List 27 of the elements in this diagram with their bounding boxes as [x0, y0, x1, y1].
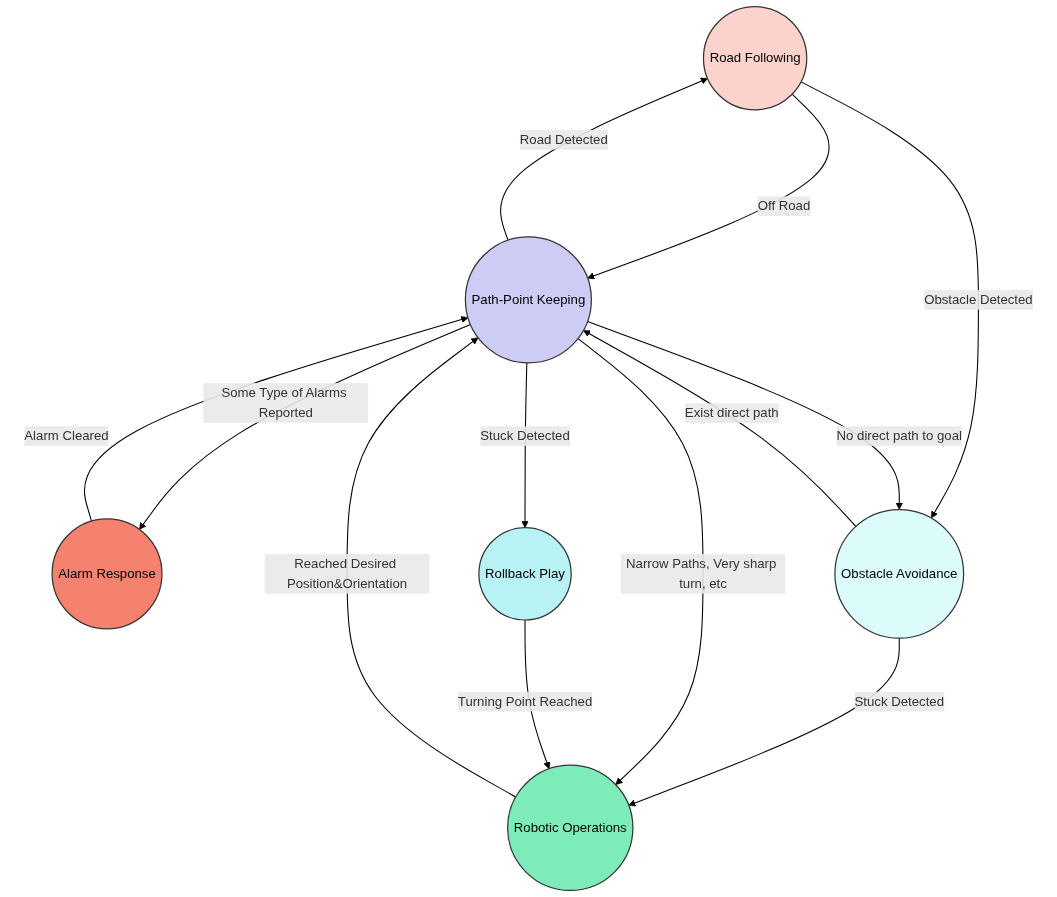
arrow: [800, 81, 979, 519]
edge-label: Alarm Cleared: [24, 428, 109, 443]
arrow: [583, 330, 857, 527]
node-circle: Alarm Response: [51, 518, 163, 630]
edge-label: Off Road: [757, 198, 811, 213]
edge-label: Reached Desired Position&Orientation: [286, 556, 408, 591]
edge-label: Some Type of Alarms Reported: [221, 385, 347, 420]
edge-label: Narrow Paths, Very sharp turn, etc: [626, 556, 777, 591]
arrow: [346, 337, 517, 798]
edge-label: Turning Point Reached: [457, 694, 593, 709]
arrow: [587, 321, 903, 510]
edge-label: Stuck Detected: [854, 694, 944, 709]
edge-label: Road Detected: [519, 132, 608, 147]
node-circle: Path-Point Keeping: [464, 236, 592, 364]
arrow: [587, 93, 830, 280]
arrow: [628, 637, 900, 807]
edge-label: Obstacle Detected: [924, 292, 1033, 307]
node-circle: Rollback Play: [478, 527, 572, 621]
arrow: [577, 338, 704, 785]
edge-label: No direct path to goal: [836, 428, 962, 443]
node-circle: Obstacle Avoidance: [834, 508, 965, 639]
arrow: [139, 323, 471, 530]
arrow: [500, 77, 708, 241]
edge-label: Exist direct path: [684, 405, 779, 420]
edge-label: Stuck Detected: [480, 428, 570, 443]
node-circle: Road Following: [702, 5, 808, 111]
node-circle: Robotic Operations: [507, 764, 634, 892]
